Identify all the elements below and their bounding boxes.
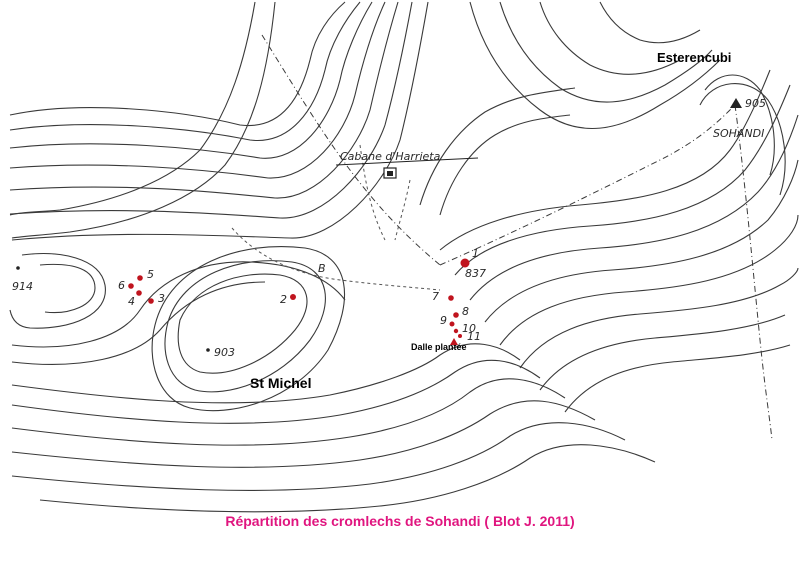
cromlech-7-label: 7 [432, 290, 439, 303]
label-sohandi: SOHANDI [713, 127, 764, 140]
cabane-underline [335, 157, 479, 166]
contour-lines [9, 1, 799, 513]
cabane-hut [383, 167, 397, 179]
label-path-b: B [318, 262, 326, 275]
dalle-marker [450, 338, 458, 345]
cromlech-8-label: 8 [462, 305, 469, 318]
cromlech-3 [148, 298, 154, 304]
label-903: 903 [214, 346, 235, 359]
cromlech-6 [128, 283, 134, 289]
cromlech-2 [290, 294, 296, 300]
cromlech-markers: 1 2 3 4 5 6 7 8 9 10 11 [118, 247, 481, 343]
tracks [231, 34, 773, 441]
cromlech-4-label: 4 [128, 295, 135, 308]
spot-914-dot [16, 266, 20, 270]
cromlech-7 [448, 295, 454, 301]
label-dalle: Dalle plantée [411, 342, 467, 352]
cromlech-2-label: 2 [280, 293, 287, 306]
cromlech-5 [137, 275, 143, 281]
summit-triangle [730, 98, 742, 108]
cromlech-9 [449, 321, 455, 327]
label-cabane: Cabane d'Harrieta [340, 150, 441, 163]
label-837: 837 [465, 267, 486, 280]
label-summit-905: 905 [745, 97, 766, 110]
cromlech-9-label: 9 [440, 314, 447, 327]
label-esterencubi: Esterencubi [657, 50, 731, 65]
spot-903-dot [206, 348, 210, 352]
cromlech-1-label: 1 [472, 247, 479, 260]
cromlech-10-label: 10 [462, 322, 476, 335]
cromlech-1 [460, 258, 470, 268]
cromlech-11 [458, 334, 462, 338]
label-914: 914 [12, 280, 33, 293]
cromlech-6-label: 6 [118, 279, 125, 292]
cromlech-4 [136, 290, 142, 296]
label-st-michel: St Michel [250, 375, 311, 391]
cromlech-5-label: 5 [147, 268, 154, 281]
cromlech-10 [453, 328, 459, 334]
cromlech-11-label: 11 [467, 330, 481, 343]
cromlech-8 [453, 312, 459, 318]
cromlech-3-label: 3 [158, 292, 165, 305]
map-caption: Répartition des cromlechs de Sohandi ( B… [225, 513, 575, 529]
